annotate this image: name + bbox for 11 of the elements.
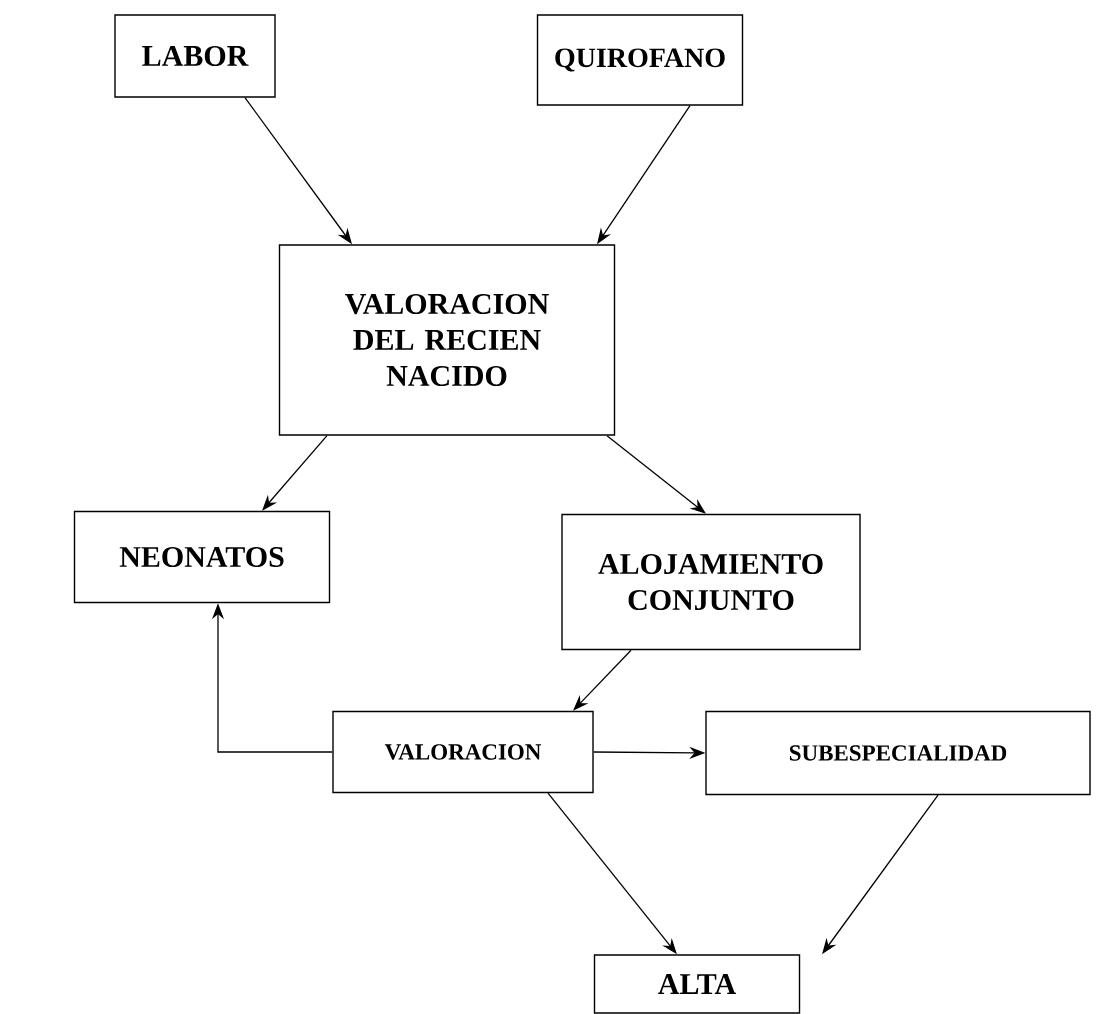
arrow <box>606 435 706 514</box>
process-box: VALORACION DEL RECIEN NACIDO <box>278 244 616 436</box>
process-box: ALOJAMIENTO CONJUNTO <box>561 513 861 651</box>
process-box: LABOR <box>114 14 276 98</box>
process-box: NEONATOS <box>73 510 331 604</box>
process-box: VALORACION <box>332 710 594 794</box>
arrow <box>262 435 328 511</box>
arrow <box>573 649 632 711</box>
process-box: QUIROFANO <box>536 14 744 106</box>
process-box: SUBESPECIALIDAD <box>705 710 1091 796</box>
process-box: ALTA <box>593 954 801 1014</box>
